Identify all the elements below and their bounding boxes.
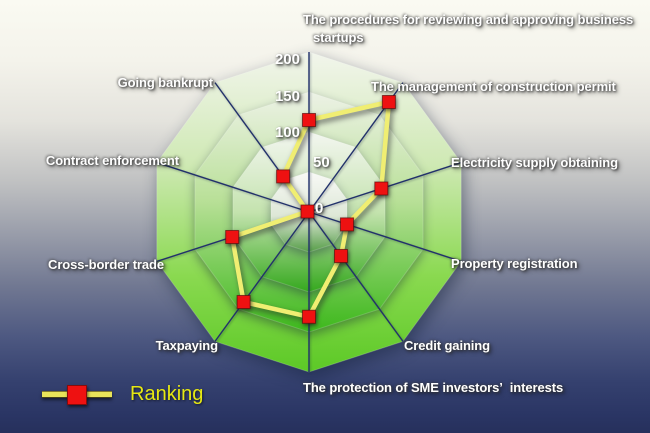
axis-line xyxy=(156,161,310,213)
axis-line xyxy=(308,211,404,342)
data-point-marker xyxy=(302,309,316,324)
data-point-marker xyxy=(340,217,354,232)
data-point-marker xyxy=(300,204,315,219)
axis-label-electricity-supply: Electricity supply obtaining xyxy=(451,155,618,170)
axis-label-business-startups: The procedures for reviewing and approvi… xyxy=(303,12,634,45)
axis-line xyxy=(308,211,462,263)
axis-label-cross-border-trade: Cross-border trade xyxy=(48,257,164,272)
radial-tick-100: 100 xyxy=(274,124,300,141)
axis-label-contract-enforcement: Contract enforcement xyxy=(45,153,179,168)
axis-label-construction-permit: The management of construction permit xyxy=(371,79,616,94)
radial-tick-150: 150 xyxy=(274,88,300,105)
legend: Ranking xyxy=(42,383,203,406)
data-point-marker xyxy=(236,295,251,309)
legend-red-square-marker-icon xyxy=(67,385,87,405)
data-point-marker xyxy=(302,113,316,127)
data-point-marker xyxy=(225,230,240,244)
axis-label-going-bankrupt: Going bankrupt xyxy=(117,75,213,90)
axis-label-sme-investors: The protection of SME investors’ interes… xyxy=(303,380,564,395)
data-point-marker xyxy=(334,249,348,263)
legend-series-label: Ranking xyxy=(130,383,204,405)
data-point-marker xyxy=(374,181,389,196)
radial-tick-50: 50 xyxy=(313,154,330,171)
data-point-marker xyxy=(276,169,291,184)
radial-tick-0: 0 xyxy=(315,200,324,217)
axis-label-credit-gaining: Credit gaining xyxy=(404,338,490,353)
axis-label-taxpaying: Taxpaying xyxy=(155,338,219,353)
axis-label-property-registration: Property registration xyxy=(451,256,578,271)
radial-tick-200: 200 xyxy=(274,51,300,68)
legend-line-sample xyxy=(42,385,112,405)
data-point-marker xyxy=(381,95,396,109)
axis-line xyxy=(214,211,310,342)
